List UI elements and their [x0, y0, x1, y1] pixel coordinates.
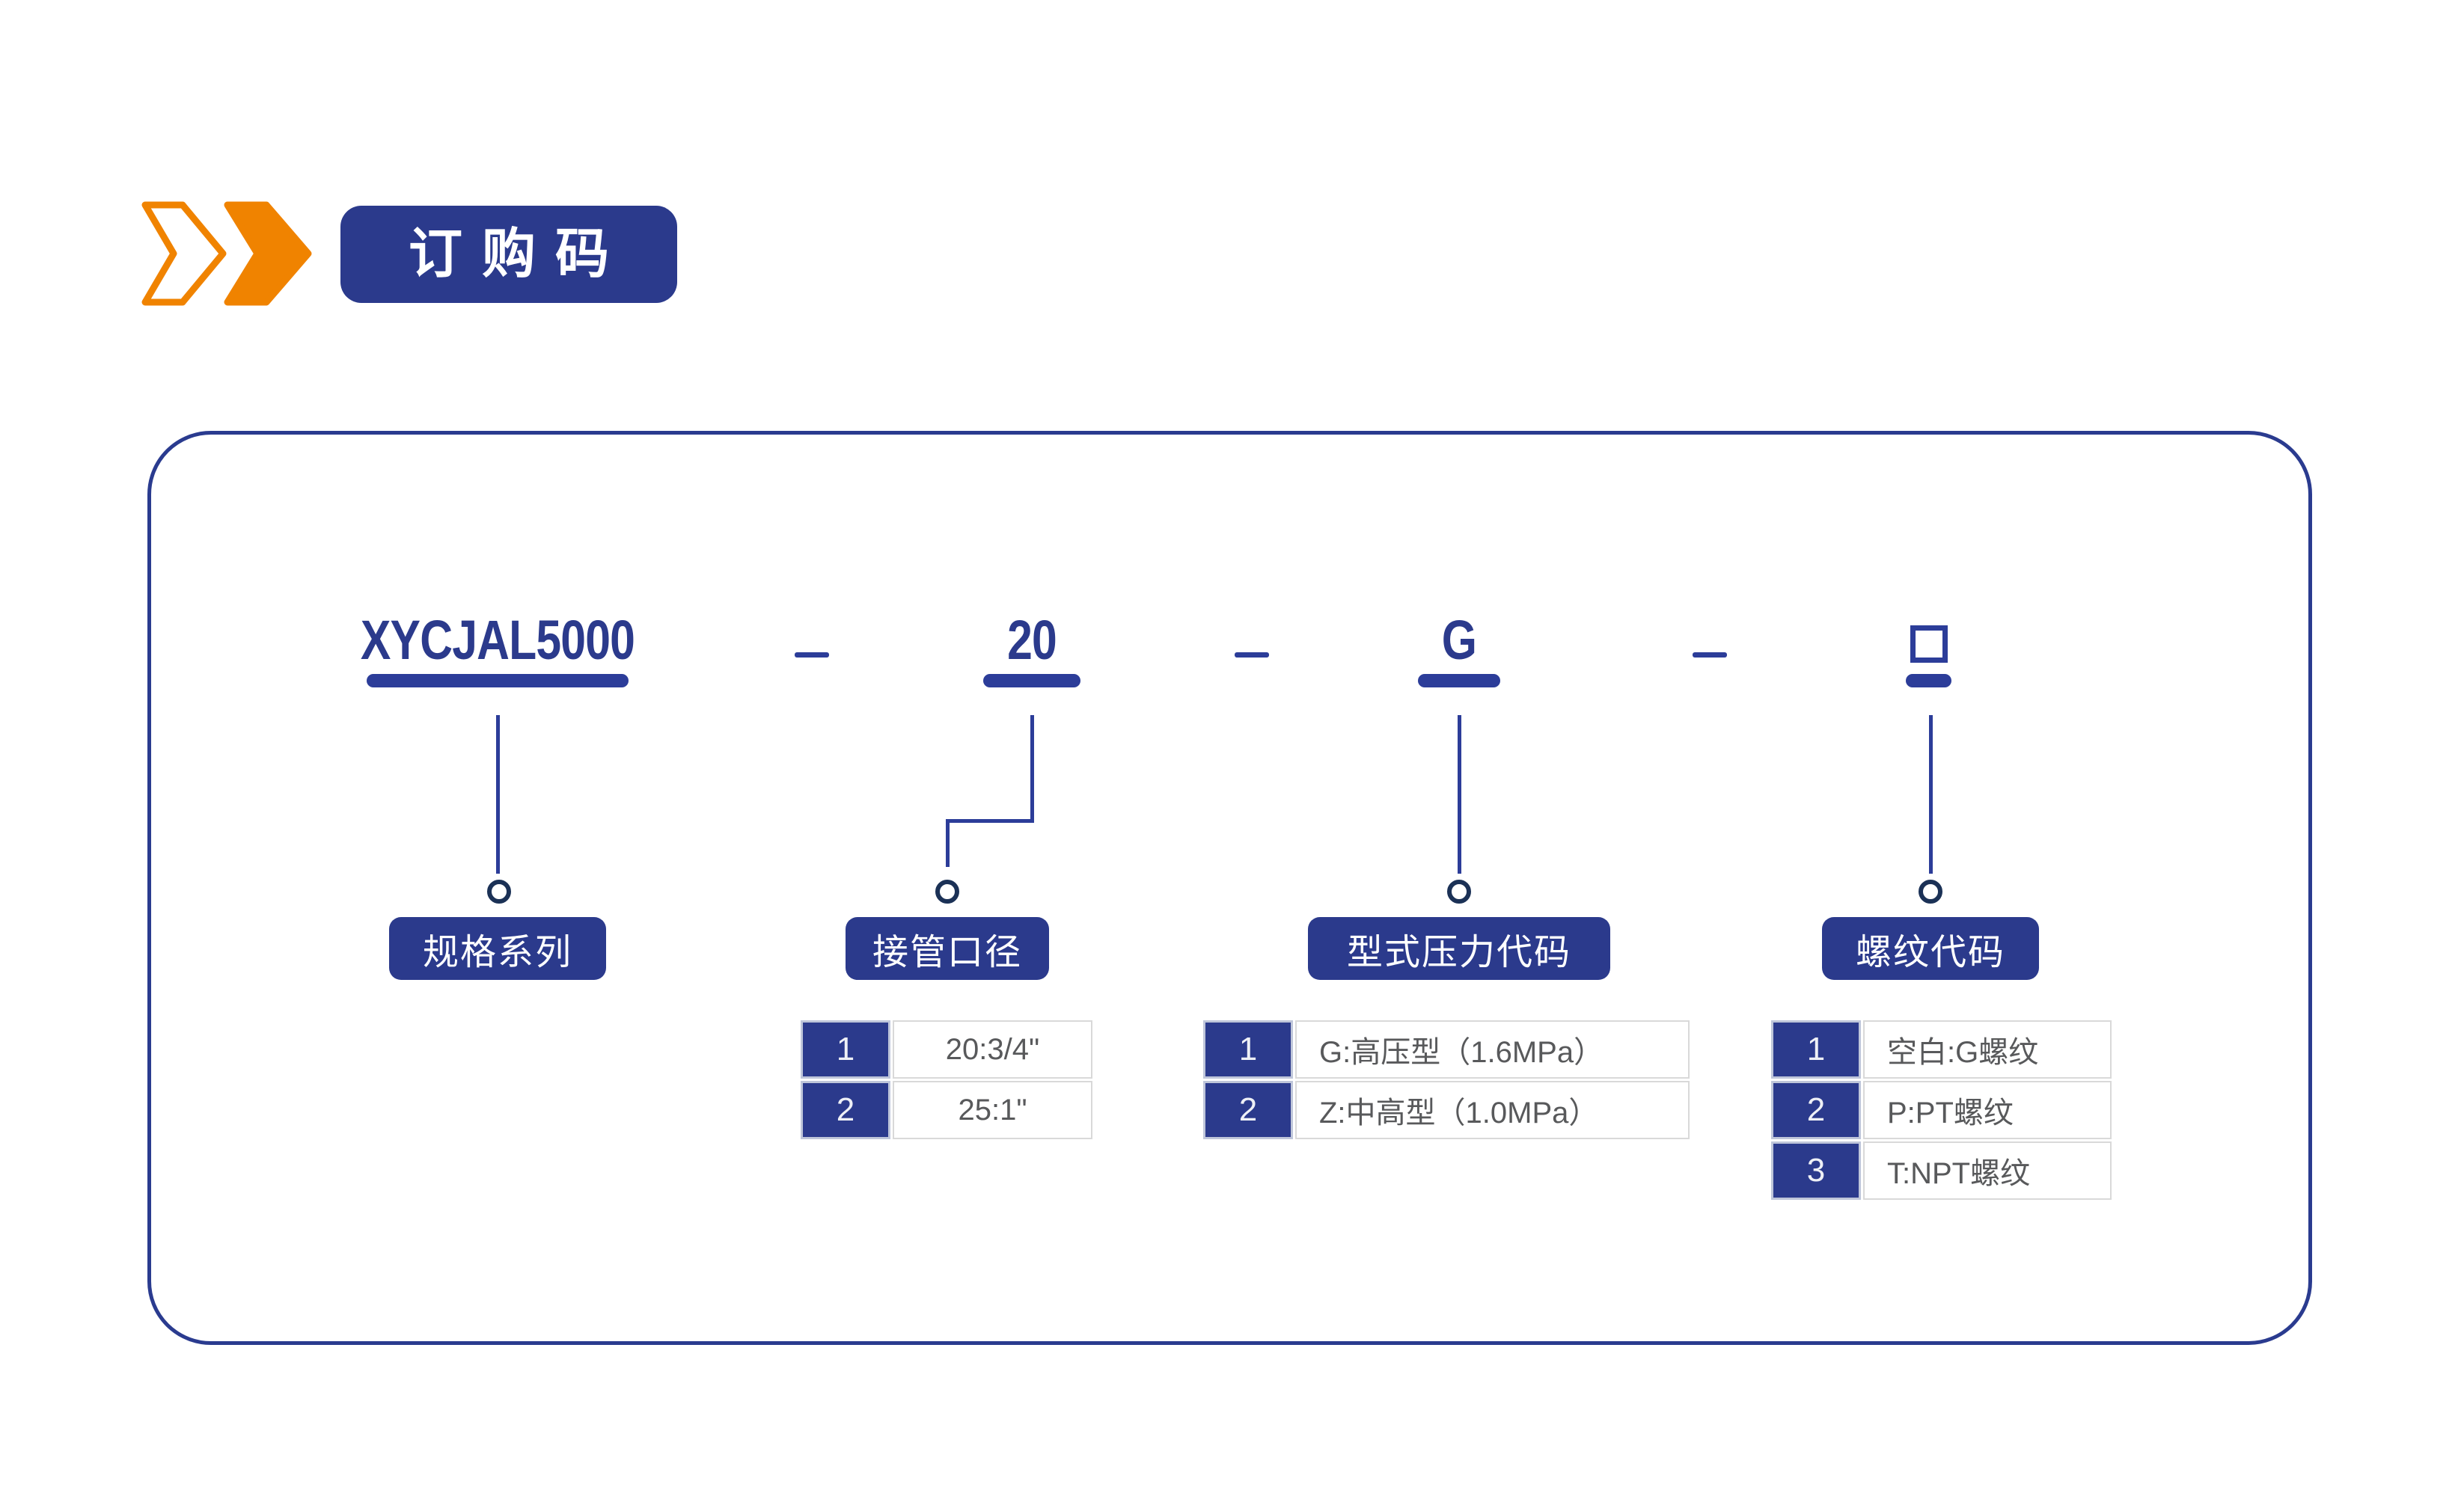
connector-line	[1458, 715, 1461, 874]
port-size-code: 20	[1007, 609, 1057, 671]
code-underline	[1906, 674, 1951, 687]
option-index-cell: 3	[1771, 1141, 1861, 1200]
port-size-option-table: 1 20:3/4" 2 25:1"	[801, 1020, 1092, 1141]
option-value-cell: T:NPT螺纹	[1863, 1141, 2112, 1200]
option-index-cell: 1	[1203, 1020, 1293, 1079]
connector-line	[1929, 715, 1933, 874]
series-code: XYCJAL5000	[360, 609, 635, 671]
separator-dash	[1235, 652, 1269, 658]
connector-line	[496, 715, 500, 874]
option-index-cell: 1	[1771, 1020, 1861, 1079]
connector-dot	[1447, 880, 1471, 904]
connector-line	[946, 819, 950, 867]
connector-dot	[935, 880, 959, 904]
connector-dot	[1919, 880, 1942, 904]
option-value-cell: 空白:G螺纹	[1863, 1020, 2112, 1079]
code-underline	[367, 674, 629, 687]
table-row: 2 P:PT螺纹	[1771, 1081, 2112, 1139]
section-title-badge: 订购码	[340, 206, 677, 303]
table-row: 2 Z:中高型（1.0MPa）	[1203, 1081, 1690, 1139]
option-index-cell: 2	[1771, 1081, 1861, 1139]
label-pill-series: 规格系列	[389, 917, 606, 980]
option-value-cell: 25:1"	[893, 1081, 1092, 1139]
label-pill-thread: 螺纹代码	[1822, 917, 2039, 980]
connector-line	[946, 819, 1034, 823]
table-row: 1 20:3/4"	[801, 1020, 1092, 1079]
separator-dash	[1693, 652, 1727, 658]
thread-code-blank-box	[1910, 625, 1948, 663]
option-index-cell: 2	[801, 1081, 890, 1139]
option-value-cell: P:PT螺纹	[1863, 1081, 2112, 1139]
label-pill-pressure: 型式压力代码	[1308, 917, 1610, 980]
pressure-option-table: 1 G:高压型（1.6MPa） 2 Z:中高型（1.0MPa）	[1203, 1020, 1690, 1141]
connector-dot	[487, 880, 511, 904]
separator-dash	[795, 652, 829, 658]
table-row: 2 25:1"	[801, 1081, 1092, 1139]
double-chevron-icon	[141, 201, 312, 306]
option-index-cell: 1	[801, 1020, 890, 1079]
option-value-cell: G:高压型（1.6MPa）	[1295, 1020, 1690, 1079]
option-index-cell: 2	[1203, 1081, 1293, 1139]
option-value-cell: 20:3/4"	[893, 1020, 1092, 1079]
code-underline	[1418, 674, 1500, 687]
option-value-cell: Z:中高型（1.0MPa）	[1295, 1081, 1690, 1139]
section-title: 订购码	[408, 224, 629, 284]
label-pill-port-size: 接管口径	[846, 917, 1049, 980]
table-row: 3 T:NPT螺纹	[1771, 1141, 2112, 1200]
connector-line	[1030, 715, 1034, 823]
chevron-outline-icon	[141, 201, 227, 306]
code-underline	[983, 674, 1080, 687]
table-row: 1 空白:G螺纹	[1771, 1020, 2112, 1079]
table-row: 1 G:高压型（1.6MPa）	[1203, 1020, 1690, 1079]
order-code-panel	[147, 431, 2312, 1345]
chevron-solid-icon	[224, 201, 312, 306]
pressure-code: G	[1441, 609, 1477, 671]
thread-option-table: 1 空白:G螺纹 2 P:PT螺纹 3 T:NPT螺纹	[1771, 1020, 2112, 1202]
